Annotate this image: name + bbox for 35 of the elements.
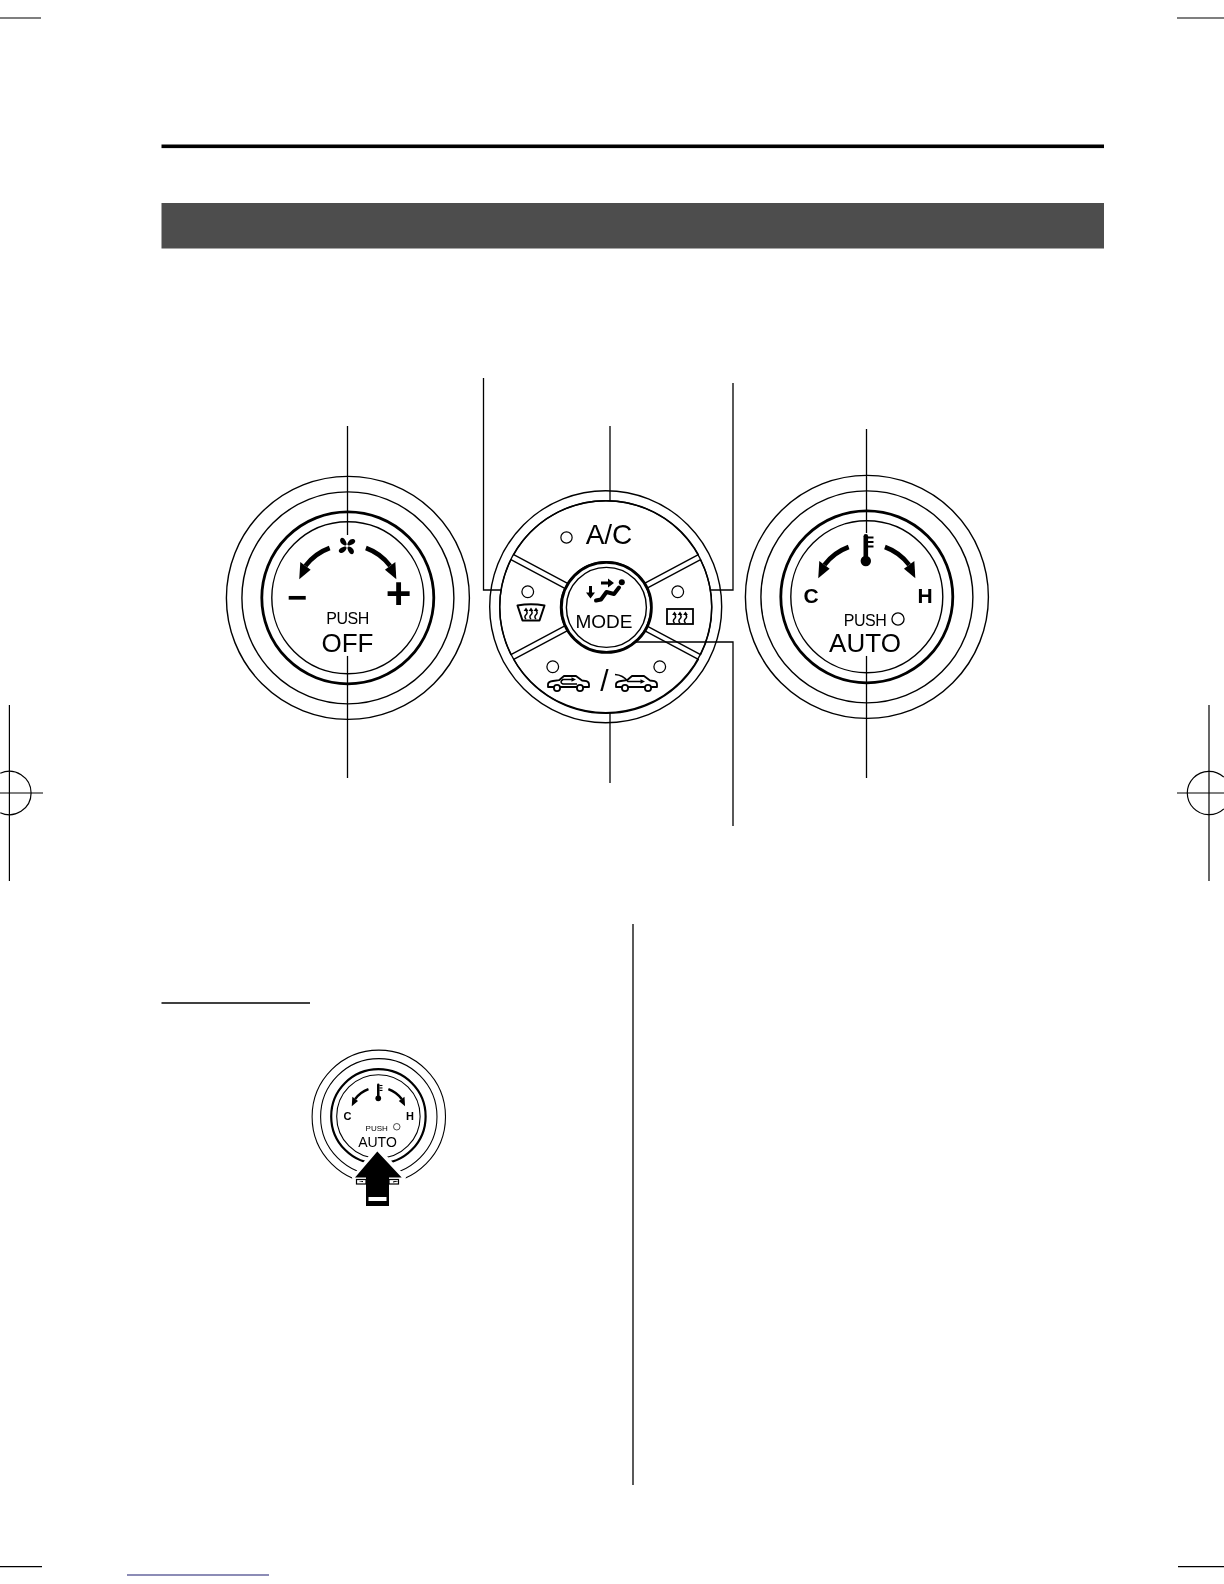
fan-dial [224,475,471,721]
control-panel [489,490,723,724]
leader-line [609,712,611,784]
cold-label: C [803,585,819,607]
thermometer-icon [858,533,875,567]
hot-label: H [406,1110,414,1122]
minus-label: − [287,579,308,614]
leader-line [482,377,502,591]
temperature-dial [310,1048,447,1185]
button-label: AUTO [829,629,901,656]
button-label: AUTO [358,1135,397,1150]
button-label: PUSH [326,611,369,628]
ac-segment [512,500,700,585]
fan-knob [258,509,437,687]
mode-switch [559,560,653,654]
button-label: PUSH [843,613,887,630]
leader-line [865,655,868,779]
leader-line [609,425,611,502]
plus-label: + [385,572,412,617]
leader-line [710,382,734,591]
defroster-segment [499,558,566,656]
leader-line [865,428,868,534]
leader-line [346,655,349,779]
rear-defroster-segment [646,558,713,656]
switch-label: / [600,665,609,696]
switch-label: A/C [585,521,633,550]
temperature-dial [743,474,990,720]
hot-label: H [917,585,933,607]
switch-label: MODE [575,611,633,631]
button-label: OFF [321,629,374,656]
temperature-knob [777,508,956,686]
button-label: PUSH [365,1125,388,1134]
leader-line [346,425,349,536]
cold-label: C [343,1110,352,1122]
air-intake-segment [512,629,700,714]
